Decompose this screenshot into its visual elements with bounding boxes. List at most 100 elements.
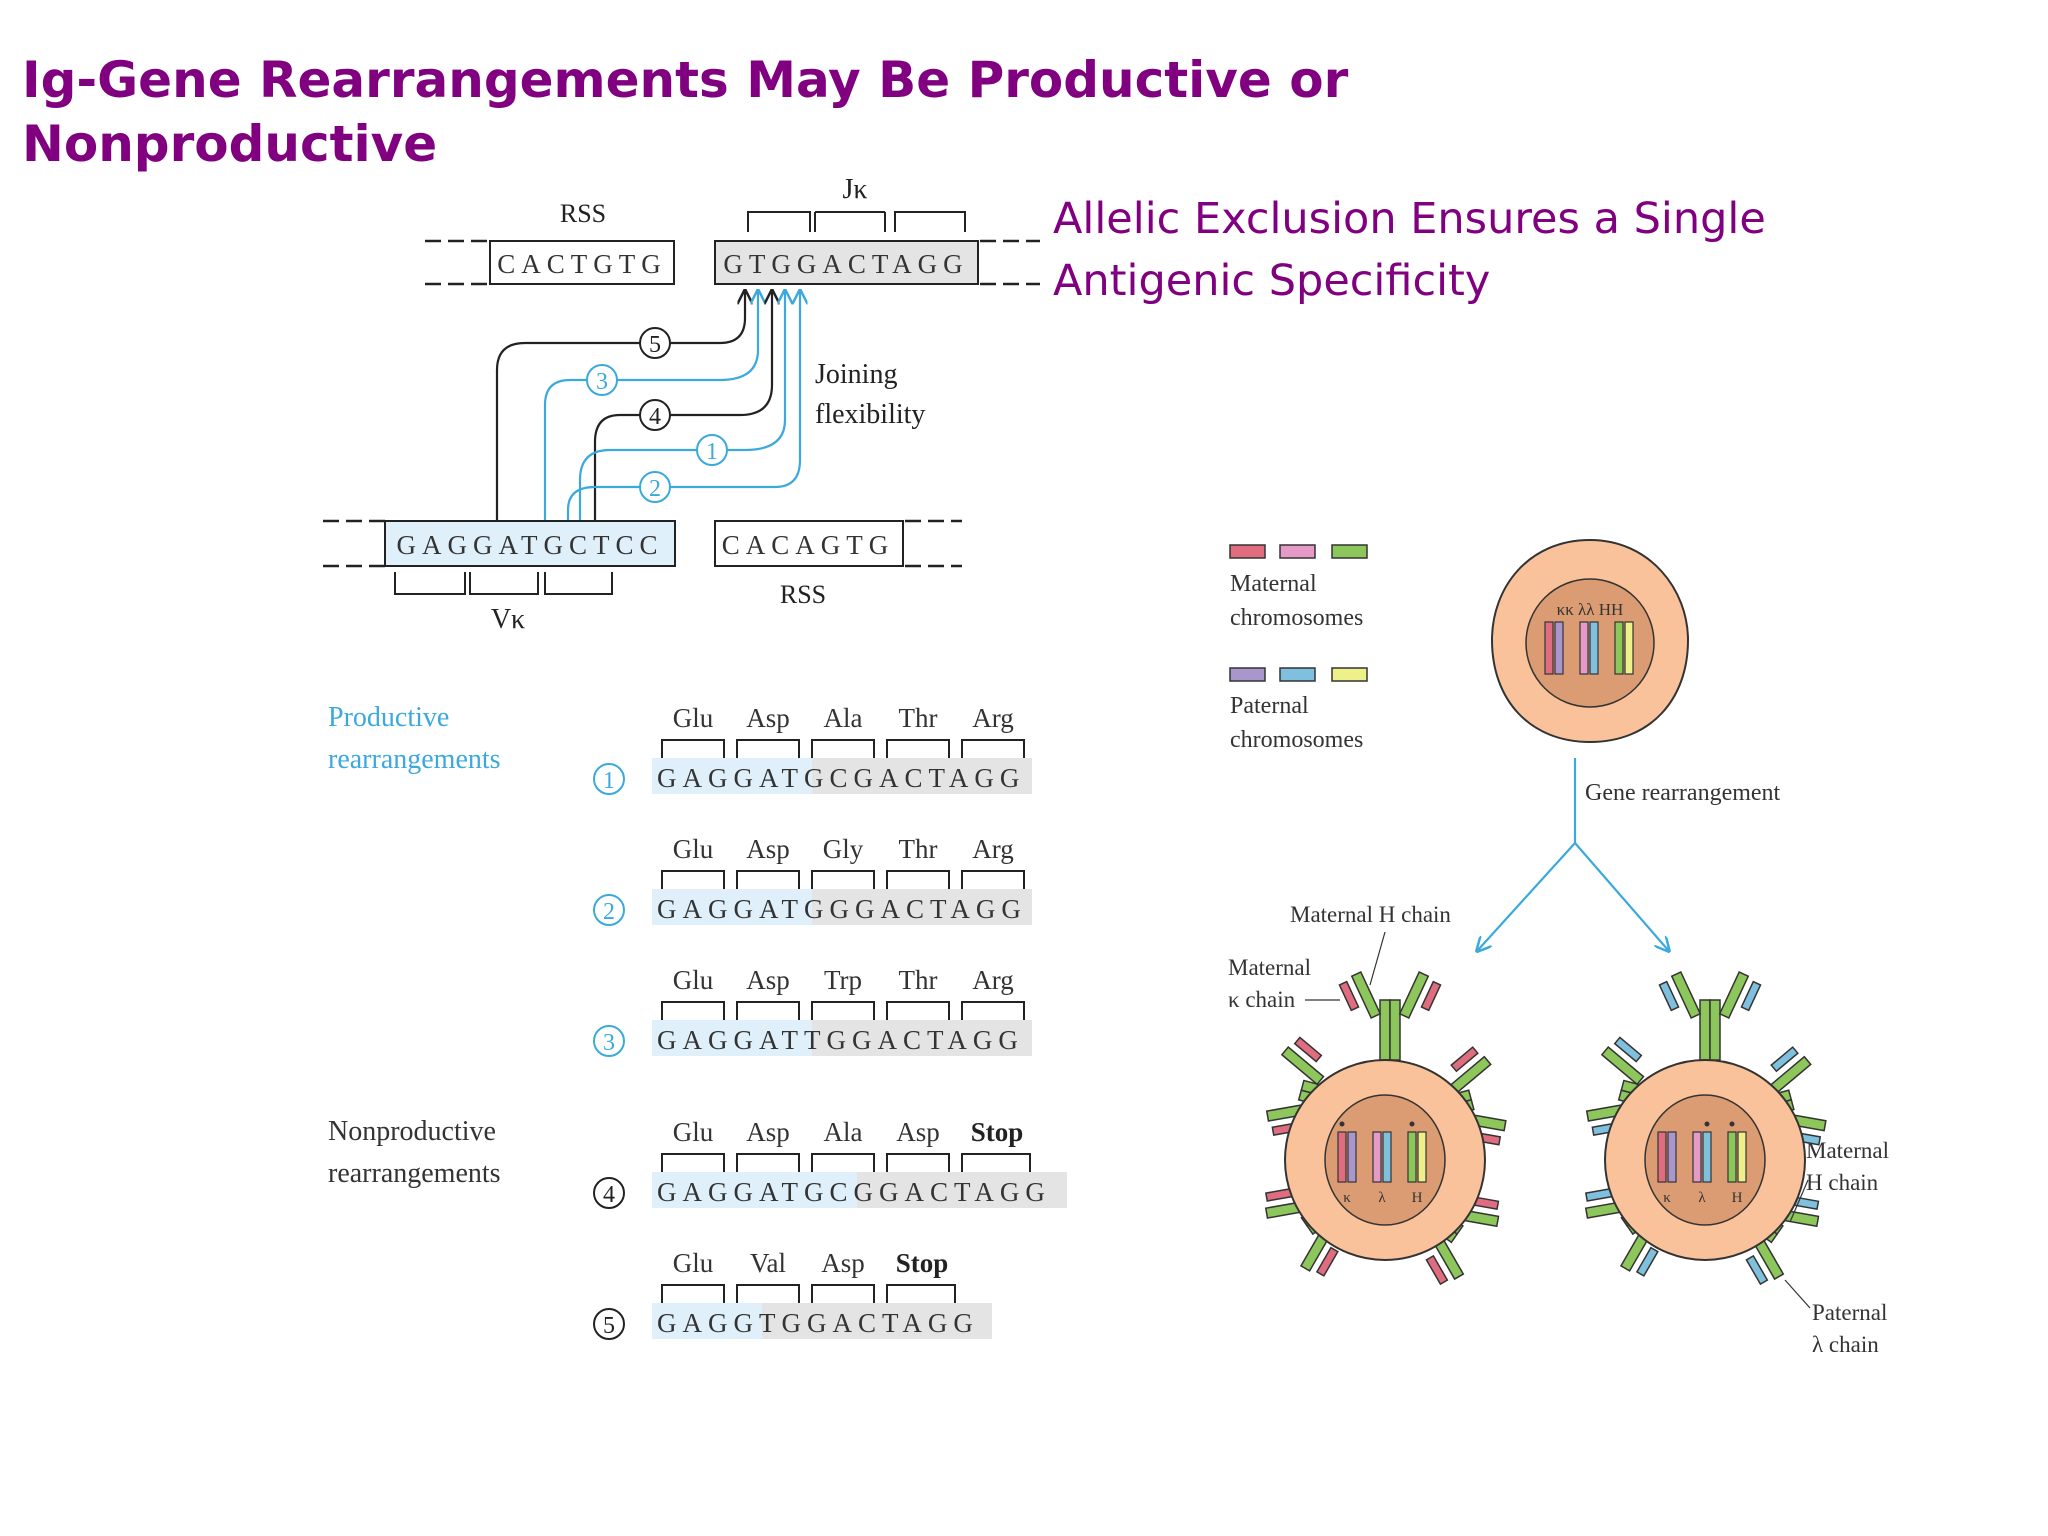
row-number-marker <box>593 894 625 926</box>
codon-label: Asp <box>746 965 790 995</box>
rss-bottom-label: RSS <box>780 580 826 609</box>
codon-label: Gly <box>823 834 864 864</box>
vk-seq: GAGGATGCTCC <box>396 530 663 560</box>
right-maternal-h-label-2: H chain <box>1806 1170 1879 1195</box>
codon-label: Asp <box>821 1248 865 1278</box>
maternal-legend-label-2: chromosomes <box>1230 605 1363 631</box>
rearrangement-row-5: Glu Val Asp Stop 5 GAGGTGGACTAGG <box>593 1248 992 1340</box>
codon-label: Thr <box>899 965 938 995</box>
codon-brackets <box>661 870 1025 889</box>
maternal-legend-label-1: Maternal <box>1230 571 1317 597</box>
join-path-4 <box>593 292 772 525</box>
b-cell-maternal: κ λ H <box>1264 971 1507 1286</box>
row-number: 3 <box>603 1030 615 1056</box>
legend-swatch-paternal-h <box>1331 667 1368 682</box>
codon-label: Asp <box>896 1117 940 1147</box>
gene-rearrangement-label: Gene rearrangement <box>1585 780 1781 806</box>
b-cell-chromosomes <box>1657 1121 1747 1183</box>
codon-label: Glu <box>673 965 714 995</box>
rss-bottom-seq: CACAGTG <box>722 530 895 560</box>
site-1-label: 1 <box>706 439 718 465</box>
nonproductive-label-1: Nonproductive <box>328 1116 496 1147</box>
rearrangement-row-3: Glu Asp Trp Thr Arg 3 GAGGATTGGACTAGG <box>593 965 1032 1057</box>
legend-swatch-maternal-lambda <box>1279 544 1316 559</box>
row-number: 5 <box>603 1313 615 1339</box>
join-path-5 <box>495 292 745 525</box>
right-maternal-h-leader <box>1789 1179 1809 1223</box>
codon-label: Asp <box>746 834 790 864</box>
rearrangement-row-1: Glu Asp Ala Thr Arg 1 GAGGATGCGACTAGG <box>593 703 1032 795</box>
rss-bottom-box <box>714 520 904 567</box>
rss-top-seq: CACTGTG <box>497 249 667 279</box>
page-title: Ig-Gene Rearrangements May Be Productive… <box>22 51 1349 173</box>
allelic-exclusion-diagram: Maternal chromosomes Paternal chromosome… <box>1228 538 1889 1357</box>
join-path-1 <box>578 292 785 525</box>
site-5-marker <box>639 327 671 359</box>
rearranged-sequence: GAGGATTGGACTAGG <box>657 1025 1024 1055</box>
paternal-legend-label-1: Paternal <box>1230 693 1309 719</box>
codon-label: Val <box>750 1248 786 1278</box>
codon-label: Thr <box>899 834 938 864</box>
codon-label: Ala <box>824 703 863 733</box>
rearrangement-row-4: Glu Asp Ala Asp Stop 4 GAGGATGCGGACTAGG <box>593 1117 1067 1209</box>
site-2-label: 2 <box>649 476 661 502</box>
pre-b-chromosomes <box>1544 621 1634 675</box>
rss-top-box <box>489 240 675 285</box>
codon-brackets <box>661 1284 956 1303</box>
codon-label: Glu <box>673 1117 714 1147</box>
codon-label: Arg <box>972 834 1014 864</box>
codon-label: Arg <box>972 703 1014 733</box>
codon-label: Trp <box>824 965 862 995</box>
chrom-letter-kappa: κ <box>1663 1190 1671 1206</box>
codon-label: Arg <box>972 965 1014 995</box>
paternal-l-label-2: λ chain <box>1812 1332 1879 1357</box>
productive-label-2: rearrangements <box>328 744 501 775</box>
joining-diagram: RSS Jκ CACTGTG GTGGACTAGG 5 3 4 1 2 Join… <box>323 174 1040 635</box>
row-number-marker <box>593 1025 625 1057</box>
codon-label: Asp <box>746 1117 790 1147</box>
codon-brackets <box>661 739 1025 758</box>
top-dashes <box>425 239 1040 286</box>
codon-label: Asp <box>746 703 790 733</box>
codon-label: Glu <box>673 703 714 733</box>
vk-codon-brackets <box>394 572 613 595</box>
paternal-l-label-1: Paternal <box>1812 1300 1887 1325</box>
rearranged-sequence: GAGGATGCGGACTAGG <box>657 1177 1051 1207</box>
codon-brackets <box>661 1001 1025 1020</box>
site-4-label: 4 <box>649 404 661 430</box>
codon-label: Stop <box>971 1117 1024 1147</box>
legend-swatch-maternal-h <box>1331 544 1368 559</box>
legend-swatch-maternal-kappa <box>1229 544 1266 559</box>
codon-label: Stop <box>896 1248 949 1278</box>
paternal-l-leader <box>1784 1279 1811 1309</box>
join-path-3 <box>543 292 758 525</box>
jk-seq: GTGGACTAGG <box>723 249 968 279</box>
row-number: 2 <box>603 899 615 925</box>
chrom-letter-lambda: λ <box>1698 1190 1706 1206</box>
rearrangement-arrow-right <box>1574 842 1668 950</box>
vk-highlight <box>652 1303 762 1339</box>
site-4-marker <box>639 399 671 431</box>
maternal-k-label-1: Maternal <box>1228 955 1311 980</box>
codon-label: Glu <box>673 1248 714 1278</box>
row-number: 1 <box>603 768 615 794</box>
site-2-marker <box>639 471 671 503</box>
b-cell-chromosomes <box>1337 1121 1427 1183</box>
site-3-label: 3 <box>596 369 608 395</box>
legend-swatch-paternal-kappa <box>1229 667 1266 682</box>
joining-flex-label-1: Joining <box>815 359 897 390</box>
right-maternal-h-label-1: Maternal <box>1806 1138 1889 1163</box>
joining-flex-label-2: flexibility <box>815 399 925 430</box>
chromosome-header: κκ λλ HH <box>1557 600 1624 619</box>
codon-label: Glu <box>673 834 714 864</box>
rearranged-sequence: GAGGATGCGACTAGG <box>657 763 1025 793</box>
slide-subtitle: Allelic Exclusion Ensures a Single Antig… <box>1053 194 1766 306</box>
join-path-2 <box>566 292 800 525</box>
vk-highlight <box>652 1020 812 1056</box>
maternal-h-chain-label: Maternal H chain <box>1290 902 1451 927</box>
row-number-marker <box>593 1308 625 1340</box>
chrom-letter-h: H <box>1412 1190 1423 1206</box>
chrom-letter-lambda: λ <box>1378 1190 1386 1206</box>
codon-brackets <box>661 1153 1031 1172</box>
rearranged-sequence: GAGGTGGACTAGG <box>657 1308 979 1338</box>
